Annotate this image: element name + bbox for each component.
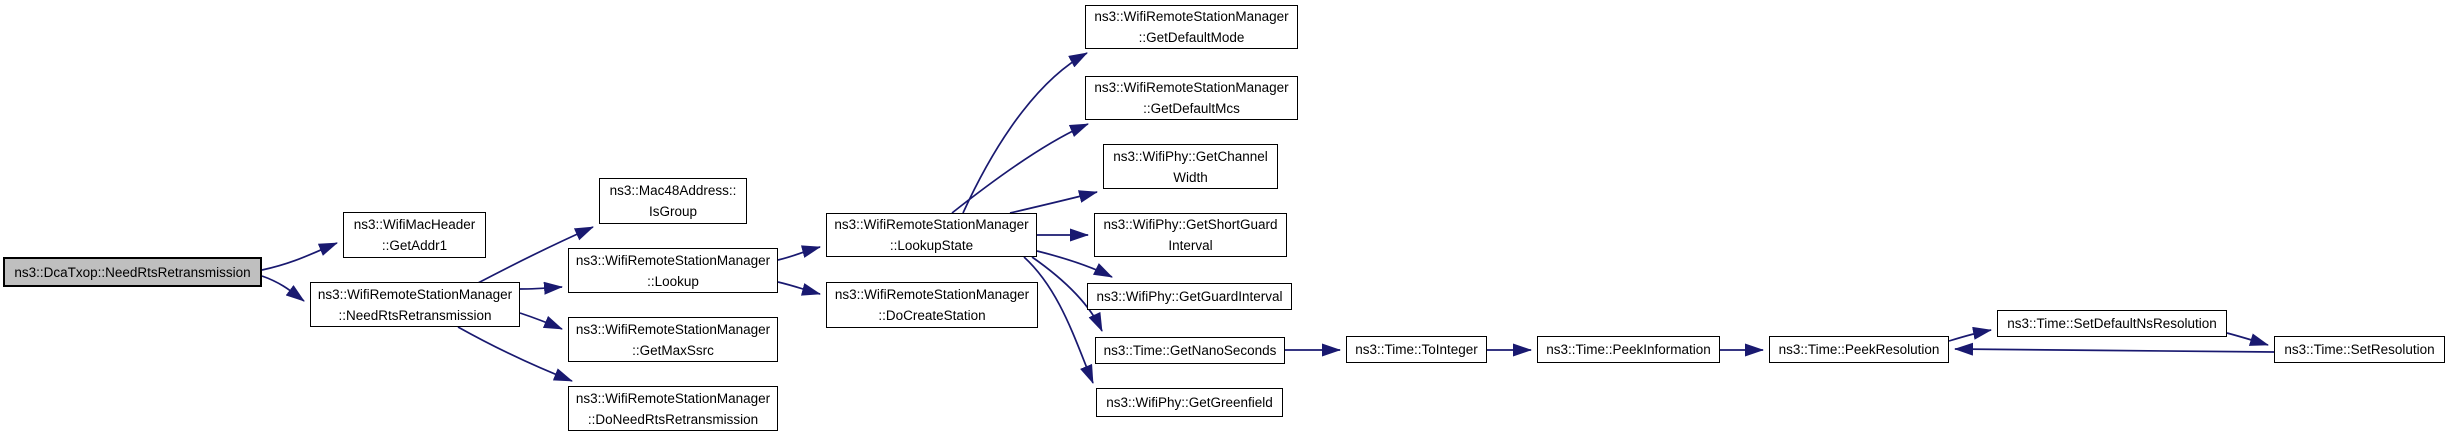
edge-wrsm-lookupstate-to-wifiphy-getchannelwidth	[1009, 190, 1098, 214]
edge-wrsm-needrtsretransmission-to-wrsm-doneedrtsretransmission	[457, 326, 573, 382]
edge-wrsm-needrtsretransmission-to-wrsm-getmaxssrc	[519, 312, 563, 330]
node-time-peekresolution[interactable]: ns3::Time::PeekResolution	[1769, 336, 1949, 363]
node-wrsm-lookup[interactable]: ns3::WifiRemoteStationManager::Lookup	[568, 248, 778, 293]
node-label-line: ns3::Time::PeekResolution	[1778, 342, 1940, 357]
edge-wrsm-lookup-to-wrsm-lookupstate	[777, 245, 821, 261]
node-wrsm-getmaxssrc[interactable]: ns3::WifiRemoteStationManager::GetMaxSsr…	[568, 317, 778, 362]
node-label-line: ::GetMaxSsrc	[632, 342, 714, 358]
node-wrsm-getdefaultmode[interactable]: ns3::WifiRemoteStationManager::GetDefaul…	[1085, 5, 1298, 49]
node-label-line: ns3::WifiRemoteStationManager	[834, 217, 1029, 232]
node-label-line: IsGroup	[648, 204, 698, 219]
edge-wrsm-needrtsretransmission-to-wrsm-lookup	[519, 281, 563, 295]
node-label-line: ns3::WifiPhy::GetChannel	[1113, 148, 1268, 164]
node-label-line: ::Lookup	[647, 273, 699, 289]
node-mac48address-isgroup[interactable]: ns3::Mac48Address::IsGroup	[599, 178, 747, 224]
node-label-line: ns3::WifiPhy::GetGuardInterval	[1096, 289, 1283, 304]
node-time-tointeger[interactable]: ns3::Time::ToInteger	[1346, 336, 1487, 363]
node-time-peekinformation[interactable]: ns3::Time::PeekInformation	[1537, 336, 1720, 363]
node-label-line: ::GetAddr1	[381, 238, 448, 253]
edge-time-setresolution-to-time-peekresolution	[1954, 342, 2275, 356]
edge-wrsm-lookup-to-wrsm-docreatestation	[777, 281, 821, 296]
node-label-line: ns3::Time::PeekInformation	[1546, 342, 1711, 357]
node-label-line: ns3::Time::GetNanoSeconds	[1103, 343, 1277, 358]
node-label-line: ns3::WifiRemoteStationManager	[575, 252, 771, 268]
edge-time-setdefaultnsresolution-to-time-setresolution	[2226, 332, 2269, 346]
node-label-line: ::DoCreateStation	[878, 308, 986, 323]
node-label-line: ns3::WifiRemoteStationManager	[575, 390, 771, 406]
node-wifimacheader-getaddr1[interactable]: ns3::WifiMacHeader::GetAddr1	[343, 212, 486, 258]
node-label-line: ns3::Time::ToInteger	[1355, 342, 1478, 357]
node-label-line: ns3::WifiRemoteStationManager	[834, 287, 1030, 302]
node-label-line: ns3::Time::SetDefaultNsResolution	[2007, 316, 2217, 331]
edge-wrsm-lookupstate-to-wrsm-getdefaultmcs	[951, 123, 1089, 214]
node-label-line: ns3::Mac48Address::	[609, 183, 737, 198]
node-label-line: ::GetDefaultMcs	[1143, 101, 1240, 116]
node-wrsm-doneedrtsretransmission[interactable]: ns3::WifiRemoteStationManager::DoNeedRts…	[568, 386, 778, 431]
node-label-line: ns3::WifiRemoteStationManager	[1094, 80, 1289, 95]
node-label-line: ::LookupState	[889, 238, 974, 253]
node-label-line: ns3::WifiPhy::GetGreenfield	[1106, 395, 1273, 410]
edge-wrsm-lookupstate-to-time-getnanoseconds	[1031, 256, 1103, 332]
node-wifiphy-getguardinterval[interactable]: ns3::WifiPhy::GetGuardInterval	[1087, 283, 1292, 310]
node-label-line: ::NeedRtsRetransmission	[338, 307, 492, 323]
node-wrsm-lookupstate[interactable]: ns3::WifiRemoteStationManager::LookupSta…	[826, 213, 1037, 257]
node-wrsm-needrtsretransmission[interactable]: ns3::WifiRemoteStationManager::NeedRtsRe…	[310, 282, 520, 327]
node-wrsm-docreatestation[interactable]: ns3::WifiRemoteStationManager::DoCreateS…	[826, 282, 1038, 328]
edge-wrsm-needrtsretransmission-to-mac48address-isgroup	[477, 226, 594, 284]
edge-time-peekresolution-to-time-setdefaultnsresolution	[1948, 326, 1992, 342]
node-time-getnanoseconds[interactable]: ns3::Time::GetNanoSeconds	[1095, 337, 1285, 364]
node-label-line: ns3::Time::SetResolution	[2284, 342, 2435, 357]
node-label-line: ns3::WifiPhy::GetShortGuard	[1103, 217, 1278, 232]
node-label-line: Interval	[1168, 238, 1213, 253]
node-label-line: ns3::WifiMacHeader	[353, 217, 476, 232]
edge-wrsm-lookupstate-to-wifiphy-getgreenfield	[1023, 256, 1094, 384]
node-label-line: ::GetDefaultMode	[1138, 30, 1245, 45]
node-label-line: ns3::WifiRemoteStationManager	[1094, 9, 1289, 24]
node-label-line: ::DoNeedRtsRetransmission	[587, 411, 759, 427]
node-wrsm-getdefaultmcs[interactable]: ns3::WifiRemoteStationManager::GetDefaul…	[1085, 76, 1298, 120]
node-wifiphy-getgreenfield[interactable]: ns3::WifiPhy::GetGreenfield	[1096, 388, 1283, 417]
node-time-setdefaultnsresolution[interactable]: ns3::Time::SetDefaultNsResolution	[1997, 310, 2227, 337]
edge-dcatxop-needrtsretransmission-to-wifimacheader-getaddr1	[261, 242, 338, 271]
node-time-setresolution[interactable]: ns3::Time::SetResolution	[2274, 336, 2445, 363]
node-label-line: ns3::WifiRemoteStationManager	[575, 321, 771, 337]
node-label-line: Width	[1173, 169, 1208, 185]
node-label-line: ns3::WifiRemoteStationManager	[317, 286, 513, 302]
edge-wrsm-lookupstate-to-wrsm-getdefaultmode	[962, 52, 1088, 214]
node-dcatxop-needrtsretransmission: ns3::DcaTxop::NeedRtsRetransmission	[3, 257, 262, 287]
edge-wrsm-lookupstate-to-wifiphy-getguardinterval	[1036, 250, 1113, 278]
node-label-line: ns3::DcaTxop::NeedRtsRetransmission	[14, 264, 251, 280]
edge-dcatxop-needrtsretransmission-to-wrsm-needrtsretransmission	[261, 275, 305, 302]
